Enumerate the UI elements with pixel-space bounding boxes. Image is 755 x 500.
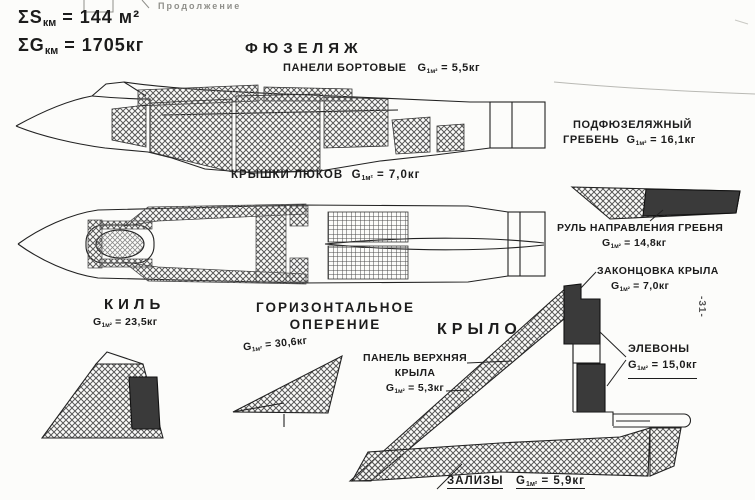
summary-sigma-g: ΣGкм = 1705кг <box>18 35 145 58</box>
fin-g-value: G1м² = 23,5кг <box>93 316 158 329</box>
ventral-fin-drawing <box>570 186 741 220</box>
ventral-fin-label: ПОДФЮЗЕЛЯЖНЫЙ ГРЕБЕНЬ G1м² = 16,1кг <box>563 119 696 147</box>
fuselage-plan-view <box>17 203 546 285</box>
hatch-covers-label: КРЫШКИ ЛЮКОВ G1м² = 7,0кг <box>231 169 421 183</box>
fin-title: КИЛЬ <box>104 296 166 313</box>
fuselage-side-view <box>15 81 546 174</box>
elevons-label: ЭЛЕВОНЫ G1м² = 15,0кг <box>628 341 698 379</box>
page-number: -31- <box>696 296 707 318</box>
wing-title: КРЫЛО <box>437 321 522 338</box>
fillets-label: ЗАЛИЗЫ G1м² = 5,9кг <box>447 475 585 489</box>
leader-lines <box>436 209 664 490</box>
summary-block: ΣSкм = 144 м² ΣGкм = 1705кг <box>18 6 144 62</box>
fin-rudder-label: РУЛЬ НАПРАВЛЕНИЯ ГРЕБНЯ G1м² = 14,8кг <box>557 222 724 250</box>
wing-drawing <box>348 283 692 482</box>
summary-sigma-s: ΣSкм = 144 м² <box>18 7 141 30</box>
scan-artifacts <box>83 0 755 95</box>
side-panels-label: ПАНЕЛИ БОРТОВЫЕ G1м² = 5,5кг <box>283 62 481 75</box>
fin-drawing <box>40 351 164 439</box>
horizontal-tail-drawing <box>232 354 343 427</box>
continuation-fragment: Продолжение <box>158 1 242 11</box>
fuselage-title: ФЮЗЕЛЯЖ <box>245 40 363 57</box>
upper-wing-panel-label: ПАНЕЛЬ ВЕРХНЯЯ КРЫЛА G1м² = 5,3кг <box>363 352 468 395</box>
htail-title: ГОРИЗОНТАЛЬНОЕ ОПЕРЕНИЕ <box>256 300 415 332</box>
wing-tip-label: ЗАКОНЦОВКА КРЫЛА G1м² = 7,0кг <box>597 265 719 293</box>
